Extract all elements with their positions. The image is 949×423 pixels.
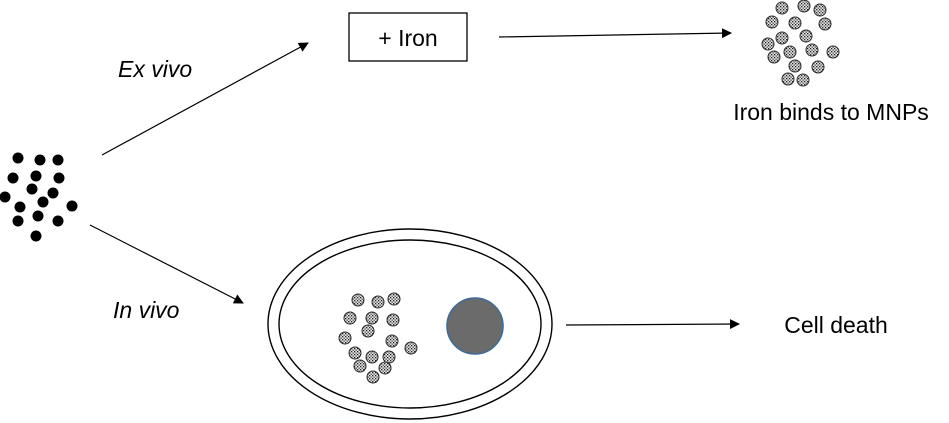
iron-bound-mnp-cluster xyxy=(761,0,840,87)
iron-bound-mnp-dot xyxy=(811,60,825,74)
intracellular-mnp-dot xyxy=(365,311,379,325)
intracellular-mnp-dot xyxy=(382,350,396,364)
free-mnp-dot xyxy=(32,210,44,222)
iron-bound-mnp-dot xyxy=(813,3,827,17)
free-mnp-dot xyxy=(30,170,42,182)
free-mnp-dot xyxy=(14,201,26,213)
free-mnp-dot xyxy=(37,196,49,208)
intracellular-mnp-dot xyxy=(378,361,392,375)
iron-bound-mnp-dot xyxy=(788,59,802,73)
intracellular-mnp-dot xyxy=(386,313,400,327)
iron-bound-mnp-dot xyxy=(767,50,781,64)
iron-bound-mnp-dot xyxy=(796,73,810,87)
iron-bound-mnp-dot xyxy=(781,72,795,86)
free-mnp-dot xyxy=(30,230,42,242)
intracellular-mnp-dot xyxy=(365,350,379,364)
intracellular-mnp-dot xyxy=(361,324,375,338)
cell xyxy=(267,228,553,420)
intracellular-mnp-dot xyxy=(348,346,362,360)
cell-nucleus xyxy=(446,297,504,355)
arrow-to-cell-death xyxy=(565,319,740,330)
iron-bound-mnp-dot xyxy=(788,16,802,30)
iron-bound-mnp-dot xyxy=(761,37,775,51)
iron-bound-mnp-dot xyxy=(783,45,797,59)
free-mnp-dot xyxy=(52,215,64,227)
iron-bound-mnp-dot xyxy=(765,15,779,29)
ex-vivo-label: Ex vivo xyxy=(118,56,192,82)
free-mnp-dot xyxy=(12,152,24,164)
iron-bound-mnp-dot xyxy=(818,17,832,31)
cell-death-label: Cell death xyxy=(784,312,888,338)
intracellular-mnp-dot xyxy=(387,292,401,306)
iron-bound-mnp-dot xyxy=(805,43,819,57)
intracellular-mnp-dot xyxy=(338,331,352,345)
free-mnp-dot xyxy=(12,215,24,227)
free-mnp-dot xyxy=(66,200,78,212)
free-mnp-dot xyxy=(52,154,64,166)
add-iron-label: + Iron xyxy=(378,25,437,51)
free-mnp-dot xyxy=(26,183,38,195)
free-mnp-dot xyxy=(47,187,59,199)
intracellular-mnp-dot xyxy=(404,341,418,355)
cell-inner-membrane xyxy=(278,239,542,409)
free-mnp-cluster xyxy=(0,152,78,242)
free-mnp-dot xyxy=(34,154,46,166)
arrow-to-bound xyxy=(498,28,732,39)
iron-bound-mnp-dot xyxy=(775,31,789,45)
intracellular-mnp-dot xyxy=(366,370,380,384)
iron-bound-mnp-dot xyxy=(797,0,811,13)
iron-bound-mnp-dot xyxy=(799,29,813,43)
arrow-ex-vivo xyxy=(101,42,309,156)
free-mnp-dot xyxy=(0,191,11,203)
cell-outer-membrane xyxy=(267,228,553,420)
intracellular-mnp-cluster xyxy=(338,292,418,384)
free-mnp-dot xyxy=(7,172,19,184)
add-iron-box: + Iron xyxy=(348,12,468,62)
intracellular-mnp-dot xyxy=(343,311,357,325)
intracellular-mnp-dot xyxy=(351,293,365,307)
intracellular-mnp-dot xyxy=(353,359,367,373)
iron-bound-mnp-dot xyxy=(826,45,840,59)
in-vivo-label: In vivo xyxy=(113,297,180,323)
intracellular-mnp-dot xyxy=(371,295,385,309)
intracellular-mnp-dot xyxy=(385,334,399,348)
iron-binds-label: Iron binds to MNPs xyxy=(733,99,929,125)
free-mnp-dot xyxy=(53,172,65,184)
arrow-in-vivo xyxy=(89,224,244,304)
iron-bound-mnp-dot xyxy=(775,1,789,15)
